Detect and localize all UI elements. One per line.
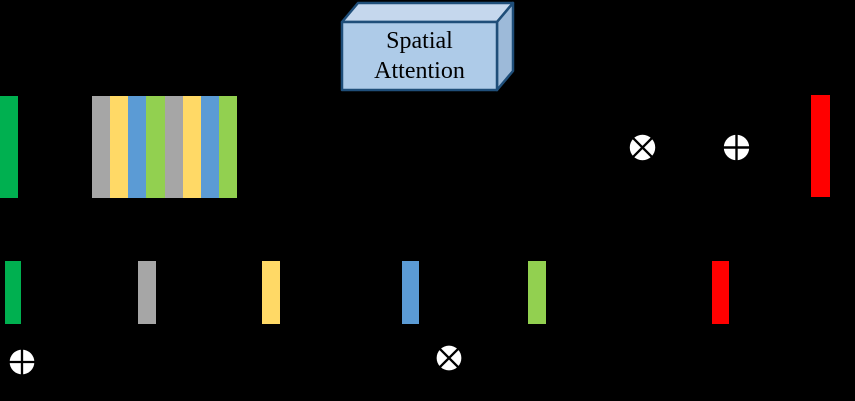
times-glyph: [437, 346, 461, 370]
bottom-bar-blue: [402, 261, 419, 324]
feature-stripe: [110, 96, 129, 198]
bottom-bar-yellow: [262, 261, 280, 324]
input-feature-bar: [0, 96, 18, 198]
spatial-attention-label-line2: Attention: [374, 58, 465, 84]
box-front-face: [340, 20, 499, 92]
spatial-attention-box-faces: [340, 1, 515, 92]
feature-stripe: [164, 96, 183, 198]
feature-stripe: [128, 96, 147, 198]
box-top-face: [340, 1, 515, 24]
feature-stripe: [218, 96, 237, 198]
output-feature-bar: [811, 95, 830, 197]
striped-feature-block: [92, 96, 237, 198]
bottom-bar-gray: [138, 261, 156, 324]
circle-times-icon: [629, 134, 656, 161]
feature-stripe: [182, 96, 201, 198]
spatial-attention-label-line1: Spatial: [386, 28, 453, 54]
plus-glyph: [721, 132, 752, 163]
feature-stripe: [92, 96, 111, 198]
spatial-attention-label: Spatial Attention: [342, 22, 497, 90]
feature-stripe: [200, 96, 219, 198]
feature-stripe: [146, 96, 165, 198]
circle-times-icon: [436, 345, 462, 371]
circle-plus-icon: [8, 346, 36, 378]
plus-glyph: [8, 346, 36, 378]
bottom-bar-red: [712, 261, 729, 324]
bottom-bar-light-green: [528, 261, 546, 324]
circle-plus-icon: [721, 132, 752, 163]
bottom-bar-green: [5, 261, 21, 324]
spatial-attention-box: [340, 1, 515, 92]
times-glyph: [630, 135, 655, 160]
